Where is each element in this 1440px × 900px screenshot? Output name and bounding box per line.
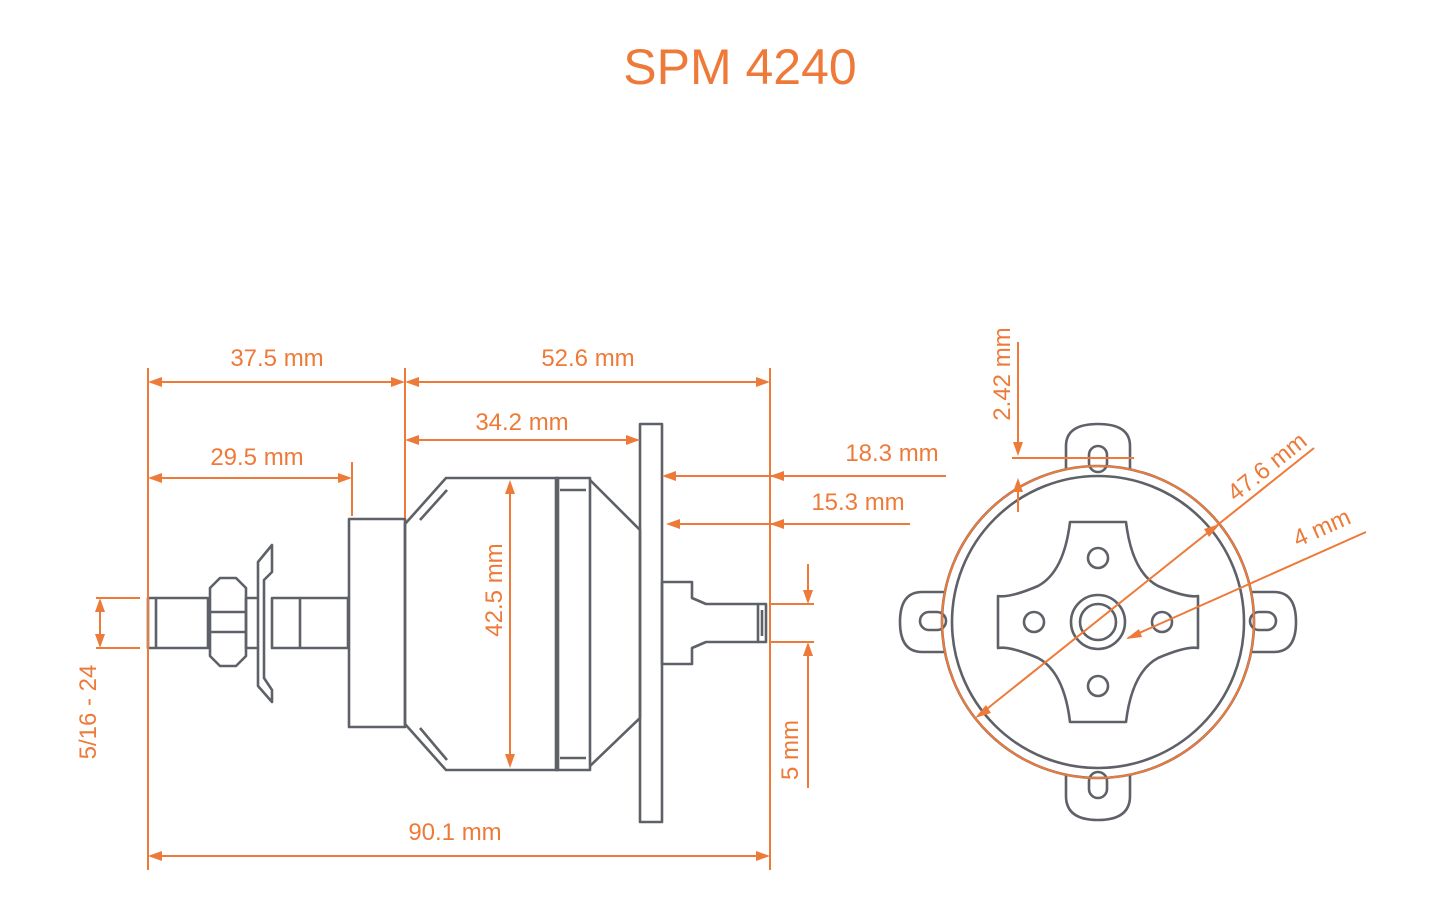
dim-label-mount-circle: 47.6 mm xyxy=(1222,427,1312,506)
dim-label-overall-length: 90.1 mm xyxy=(408,819,501,846)
side-view xyxy=(146,422,768,824)
dim-label-body-length: 52.6 mm xyxy=(541,345,634,372)
prop-adapter-shaft xyxy=(270,596,350,650)
front-threaded-shaft xyxy=(146,596,210,650)
dim-label-front-to-body: 37.5 mm xyxy=(230,345,323,372)
end-dimension-lines xyxy=(941,342,1367,779)
front-nut xyxy=(208,576,248,668)
end-view-body xyxy=(940,464,1256,780)
dim-label-front-to-collet: 29.5 mm xyxy=(210,444,303,471)
side-dimension-lines xyxy=(95,368,946,870)
end-view-inner-ring xyxy=(950,474,1246,770)
dim-label-hole: 4 mm xyxy=(1289,504,1355,553)
can-band xyxy=(554,476,592,772)
page-title: SPM 4240 xyxy=(623,39,857,95)
rear-bell xyxy=(589,479,642,767)
dim-label-mount-to-end: 15.3 mm xyxy=(811,489,904,516)
firewall-mount-plate xyxy=(638,422,664,824)
cross-mount xyxy=(996,520,1200,724)
rear-boss xyxy=(660,580,760,666)
center-bearing xyxy=(1069,593,1127,651)
mount-ear-left xyxy=(898,590,944,654)
dim-label-thread: 5/16 - 24 xyxy=(75,665,102,760)
dim-label-offset: 2.42 mm xyxy=(989,327,1016,420)
rear-shaft xyxy=(758,602,768,644)
mount-ear-right xyxy=(1252,590,1298,654)
mount-ear-top xyxy=(1064,422,1132,470)
mount-ear-bottom xyxy=(1064,774,1132,822)
prop-adapter-collet xyxy=(347,517,407,729)
dim-label-shaft-diameter: 5 mm xyxy=(777,720,804,780)
dim-label-can-length: 34.2 mm xyxy=(475,409,568,436)
dim-label-can-diameter: 42.5 mm xyxy=(481,543,508,636)
prop-washer xyxy=(244,543,274,704)
dim-label-rear-shaft: 18.3 mm xyxy=(845,440,938,467)
mount-circle xyxy=(941,465,1255,779)
